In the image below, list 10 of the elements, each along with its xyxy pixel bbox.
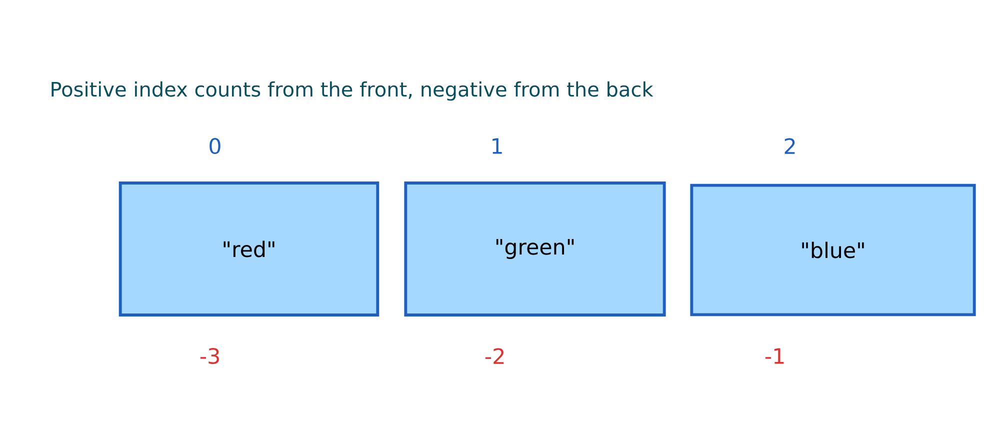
index-label: 1	[492, 138, 502, 154]
index-label: -1	[765, 348, 784, 364]
list-item-box: "green"	[404, 182, 666, 316]
index-label: 0	[210, 138, 220, 154]
title: Positive index counts from the front, negative from the back	[52, 81, 654, 101]
index-label: -3	[200, 348, 219, 364]
list-item-box: "red"	[118, 182, 380, 316]
index-label: 2	[784, 138, 795, 154]
index-label: -2	[485, 348, 504, 364]
list-item-box: "blue"	[690, 184, 976, 316]
